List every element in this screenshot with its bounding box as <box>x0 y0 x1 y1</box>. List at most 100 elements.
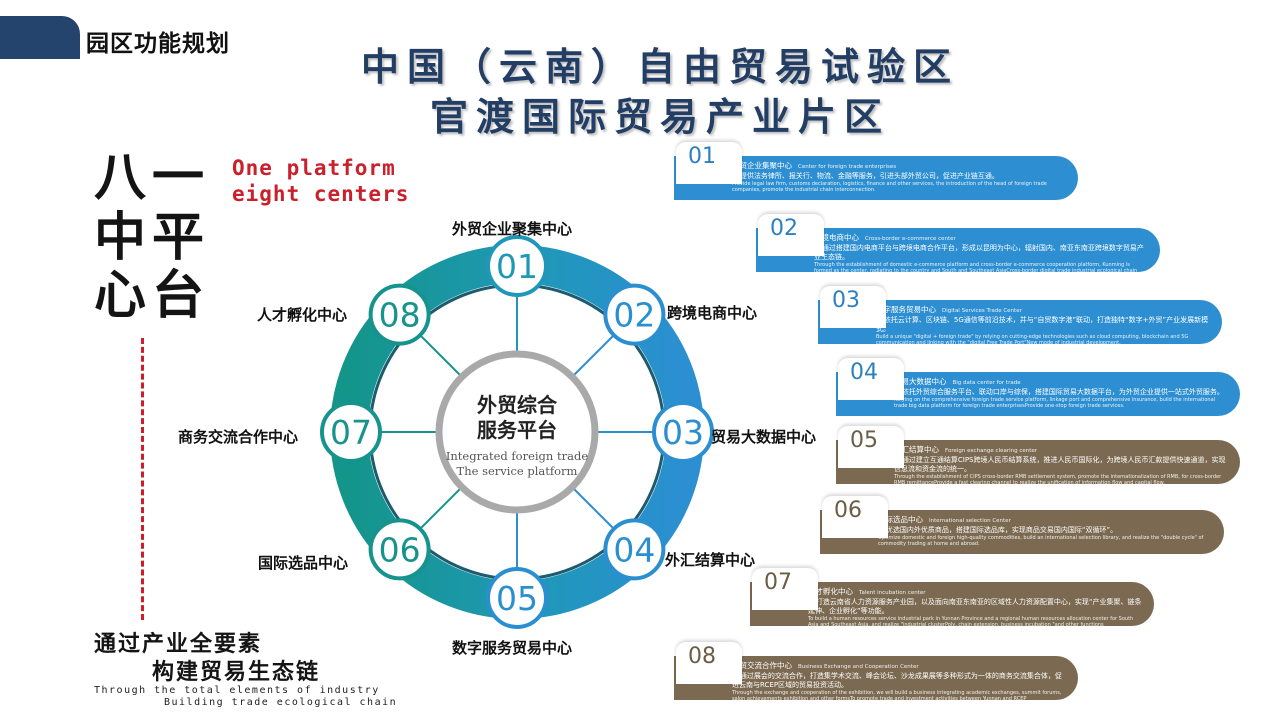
card-desc-en: Through the exchange and cooperation of … <box>732 690 1062 700</box>
card-desc-cn-text: 通过搭建国内电商平台与跨境电商合作平台，形成以昆明为中心，辐射国内、南亚东南亚跨… <box>814 244 1144 261</box>
node-circle-2 <box>603 283 666 346</box>
card-desc-en: Build a unique "digital + foreign trade"… <box>876 334 1189 344</box>
bottom-cn-line2: 构建贸易生态链 <box>152 660 321 685</box>
card-title: 商贸交流合作中心 Business Exchange and Cooperatio… <box>732 660 1066 671</box>
card-desc-en: Provide legal law firm, customs declarat… <box>732 181 1047 193</box>
slogan-en-line1: One platform <box>232 156 396 180</box>
node-circle-5 <box>486 567 548 629</box>
node-number-7: 07 <box>330 413 372 452</box>
card-title-cn: 贸易大数据中心 <box>894 377 947 386</box>
node-label-5: 数字服务贸易中心 <box>452 639 573 657</box>
card-desc-en: Relying on the comprehensive foreign tra… <box>894 397 1216 409</box>
card-desc-cn-text: 提供法务律所、报关行、物流、金融等服务，引进头部外贸公司，促进产业链互通。 <box>739 172 999 180</box>
node-number-5: 05 <box>496 579 538 618</box>
card-4-number: 04 <box>850 360 878 385</box>
bottom-en-line2: Building trade ecological chain <box>164 697 398 708</box>
card-5-number-tab <box>838 426 904 468</box>
card-desc-cn-text: 打造云南省人力资源服务产业园，以及面向南亚东南亚的区域性人力资源配置中心，实现“… <box>808 598 1142 615</box>
card-title-en: Cross-border e-commerce center <box>865 236 956 242</box>
card-title-en: International selection Center <box>929 518 1011 524</box>
section-label: 园区功能规划 <box>86 31 230 57</box>
slogan-en-line2: eight centers <box>232 182 410 206</box>
card-desc-cn: ➤打造云南省人力资源服务产业园，以及面向南亚东南亚的区域性人力资源配置中心，实现… <box>808 598 1142 616</box>
bottom-en-line1: Through the total elements of industry <box>94 685 380 696</box>
card-desc-cn-text: 通过展会的交流合作，打造集学术交流、峰会论坛、沙龙成果展等多种形式为一体的商务交… <box>732 672 1062 689</box>
node-circle-6 <box>368 518 431 581</box>
section-tab-bar <box>0 16 80 59</box>
bottom-cn-line1: 通过产业全要素 <box>94 632 263 657</box>
card-title-en: Big data center for trade <box>952 380 1021 386</box>
card-desc-cn-text: 依托外贸综合服务平台、联动口岸与综保，搭建国际贸易大数据平台，为外贸企业提供一站… <box>901 388 1224 396</box>
node-label-8: 人才孵化中心 <box>257 306 348 324</box>
card-title-cn: 跨境电商中心 <box>814 233 859 242</box>
card-7-number-tab <box>752 568 818 610</box>
slogan-char-1: 八 <box>94 148 147 208</box>
hub-en-line1: Integrated foreign trade <box>446 449 588 463</box>
card-title-en: Business Exchange and Cooperation Center <box>798 664 919 670</box>
node-circle-8 <box>368 283 431 346</box>
node-label-3: 贸易大数据中心 <box>711 428 817 446</box>
card-4-number-tab <box>838 358 904 400</box>
node-number-8: 08 <box>379 296 421 335</box>
slogan-char-2: 一 <box>152 148 205 208</box>
node-label-2: 跨境电商中心 <box>667 304 758 322</box>
red-dashed-divider <box>141 338 144 620</box>
card-5-number: 05 <box>850 428 878 453</box>
node-label-6: 国际选品中心 <box>258 554 349 572</box>
card-title-en: Foreign exchange clearing center <box>945 448 1038 454</box>
node-number-6: 06 <box>379 530 421 569</box>
card-6-number: 06 <box>834 498 862 523</box>
card-desc-cn-text: 通过建立互通结算CIPS跨境人民币结算系统，推进人民币国际化，为跨境人民币汇款提… <box>894 456 1226 473</box>
main-title-line2: 官渡国际贸易产业片区 <box>429 95 890 139</box>
card-3-number-tab <box>820 286 886 328</box>
card-7-number: 07 <box>764 570 792 595</box>
hub-circle <box>435 350 599 514</box>
card-desc-cn: ➤通过展会的交流合作，打造集学术交流、峰会论坛、沙龙成果展等多种形式为一体的商务… <box>732 672 1066 690</box>
card-title-cn: 人才孵化中心 <box>808 587 853 596</box>
node-circle-7 <box>320 401 382 463</box>
card-6-number-tab <box>822 496 888 538</box>
card-desc-cn: ➤优选国内外优质商品，搭建国际选品库，实现商品交易国内国际“双循环”。 <box>878 526 1212 535</box>
card-desc-cn: ➤依托云计算、区块链、5G通信等前沿技术，并与“自贸数字港”联动，打造独特“数字… <box>876 316 1210 334</box>
card-desc-cn: ➤通过建立互通结算CIPS跨境人民币结算系统，推进人民币国际化，为跨境人民币汇款… <box>894 456 1228 474</box>
card-2-number-tab <box>758 214 824 256</box>
card-title-cn: 数字服务贸易中心 <box>876 305 936 314</box>
slogan-char-6: 台 <box>152 266 205 326</box>
node-circle-1 <box>486 235 548 297</box>
card-title: 贸易大数据中心 Big data center for trade <box>894 376 1228 387</box>
node-label-1: 外贸企业聚集中心 <box>452 220 573 238</box>
card-desc-cn: ➤依托外贸综合服务平台、联动口岸与综保，搭建国际贸易大数据平台，为外贸企业提供一… <box>894 388 1228 397</box>
slogan-char-4: 平 <box>152 208 205 268</box>
card-1-number-tab <box>676 142 742 184</box>
card-1-number: 01 <box>688 144 716 169</box>
node-label-4: 外汇结算中心 <box>665 551 756 569</box>
main-title-line1: 中国（云南）自由贸易试验区 <box>360 45 959 89</box>
node-number-3: 03 <box>662 413 704 452</box>
slogan-char-5: 心 <box>94 266 147 326</box>
card-title-en: Talent incubation center <box>859 590 926 596</box>
card-desc-cn: ➤通过搭建国内电商平台与跨境电商合作平台，形成以昆明为中心，辐射国内、南亚东南亚… <box>814 244 1148 262</box>
card-title-cn: 商贸交流合作中心 <box>732 661 792 670</box>
card-desc-en: Through the establishment of domestic e-… <box>814 262 1138 272</box>
hub-cn-line1: 外贸综合 <box>477 393 558 417</box>
card-title: 人才孵化中心 Talent incubation center <box>808 586 1142 597</box>
hub-en-line2: The service platform <box>457 464 578 478</box>
card-desc-en: Through the establishment of CIPS cross-… <box>894 474 1222 484</box>
card-title-en: Center for foreign trade enterprises <box>798 164 897 170</box>
card-8-number-tab <box>676 642 742 684</box>
card-title-cn: 国际选品中心 <box>878 515 923 524</box>
node-number-2: 02 <box>613 296 655 335</box>
card-3-number: 03 <box>832 288 860 313</box>
card-title-en: Digital Services Trade Center <box>942 308 1022 314</box>
card-8-number: 08 <box>688 644 716 669</box>
slogan-char-3: 中 <box>94 208 147 268</box>
node-circle-4 <box>603 518 666 581</box>
card-desc-en: Optimize domestic and foreign high-quali… <box>878 535 1204 547</box>
card-desc-cn: ➤提供法务律所、报关行、物流、金融等服务，引进头部外贸公司，促进产业链互通。 <box>732 172 1066 181</box>
card-title: 数字服务贸易中心 Digital Services Trade Center <box>876 304 1210 315</box>
card-desc-cn-text: 优选国内外优质商品，搭建国际选品库，实现商品交易国内国际“双循环”。 <box>885 526 1118 534</box>
node-number-1: 01 <box>496 247 538 286</box>
